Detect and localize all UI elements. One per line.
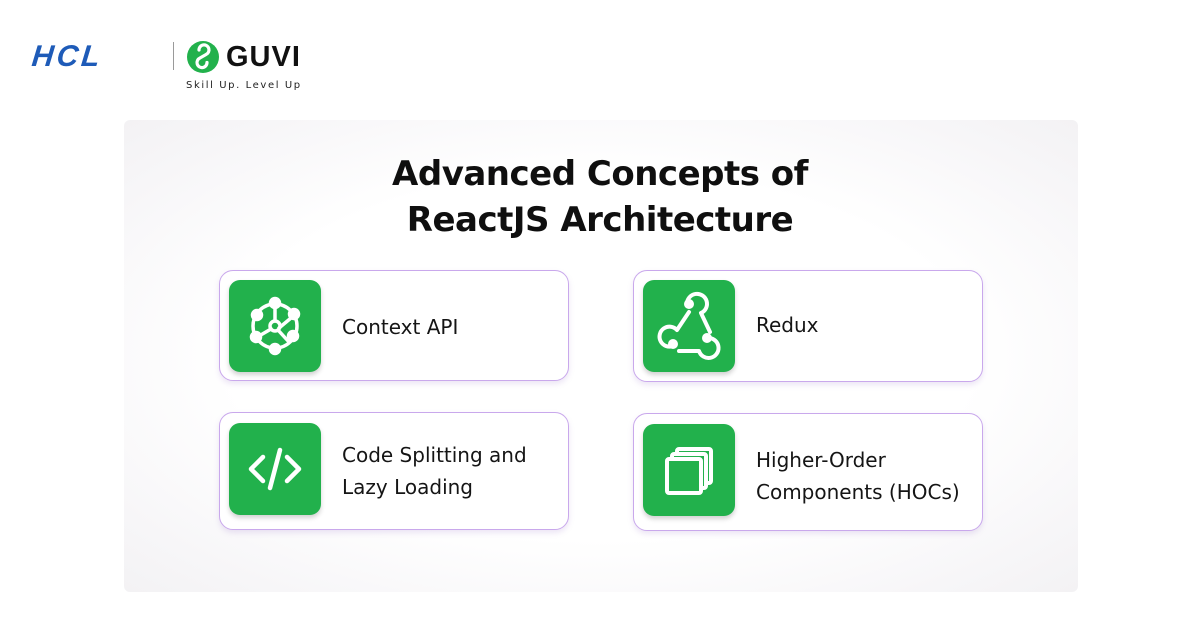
concept-card-context-api: Context API (219, 270, 569, 381)
context-network-icon (229, 280, 321, 372)
concept-card-hocs: Higher-Order Components (HOCs) (633, 413, 983, 531)
page-title-line-2: ReactJS Architecture (406, 200, 794, 240)
guvi-logo-text: GUVI (226, 41, 301, 73)
card-label-line: Redux (756, 313, 819, 337)
guvi-logo-icon (187, 41, 219, 73)
page-title-line-1: Advanced Concepts of (392, 154, 808, 194)
card-label: Context API (342, 311, 458, 343)
card-label-line: Code Splitting and (342, 443, 527, 467)
logo-divider (173, 42, 174, 70)
hcl-logo-text: HCL (30, 40, 105, 73)
redux-icon (643, 280, 735, 372)
stacked-squares-icon (643, 424, 735, 516)
card-label: Redux (756, 309, 819, 341)
card-label-line: Higher-Order (756, 448, 886, 472)
card-label: Code Splitting and Lazy Loading (342, 439, 527, 503)
card-label: Higher-Order Components (HOCs) (756, 444, 960, 508)
card-label-line: Lazy Loading (342, 475, 473, 499)
logo-tagline: Skill Up. Level Up (186, 80, 302, 91)
card-label-line: Context API (342, 315, 459, 339)
concept-card-code-splitting: Code Splitting and Lazy Loading (219, 412, 569, 530)
code-brackets-icon (229, 423, 321, 515)
card-label-line: Components (HOCs) (756, 480, 960, 504)
concept-card-redux: Redux (633, 270, 983, 382)
brand-logo: HCL GUVI Skill Up. Level Up (30, 38, 322, 96)
